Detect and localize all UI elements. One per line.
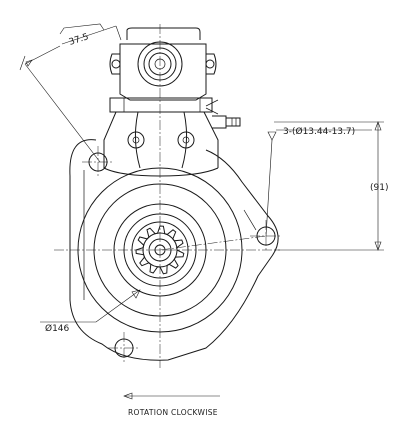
vertical-dimension: [274, 121, 384, 251]
rotation-arrow: [123, 392, 220, 400]
angle-dimension: [19, 23, 122, 163]
angle-dimension-label: 37.5: [68, 32, 90, 48]
centre-lines: [54, 24, 282, 368]
mounting-holes: [88, 152, 276, 358]
rotation-note: ROTATION CLOCKWISE: [128, 408, 218, 417]
hole-callout-leader: [265, 129, 372, 237]
hole-callout-label: 3-(Ø13.44-13.7): [283, 126, 355, 137]
diameter-callout: [40, 289, 141, 323]
solenoid-assembly: [103, 27, 241, 177]
vertical-dimension-label: (91): [370, 183, 388, 193]
diameter-callout-label: Ø146: [45, 323, 70, 334]
mounting-flange: [69, 139, 279, 361]
